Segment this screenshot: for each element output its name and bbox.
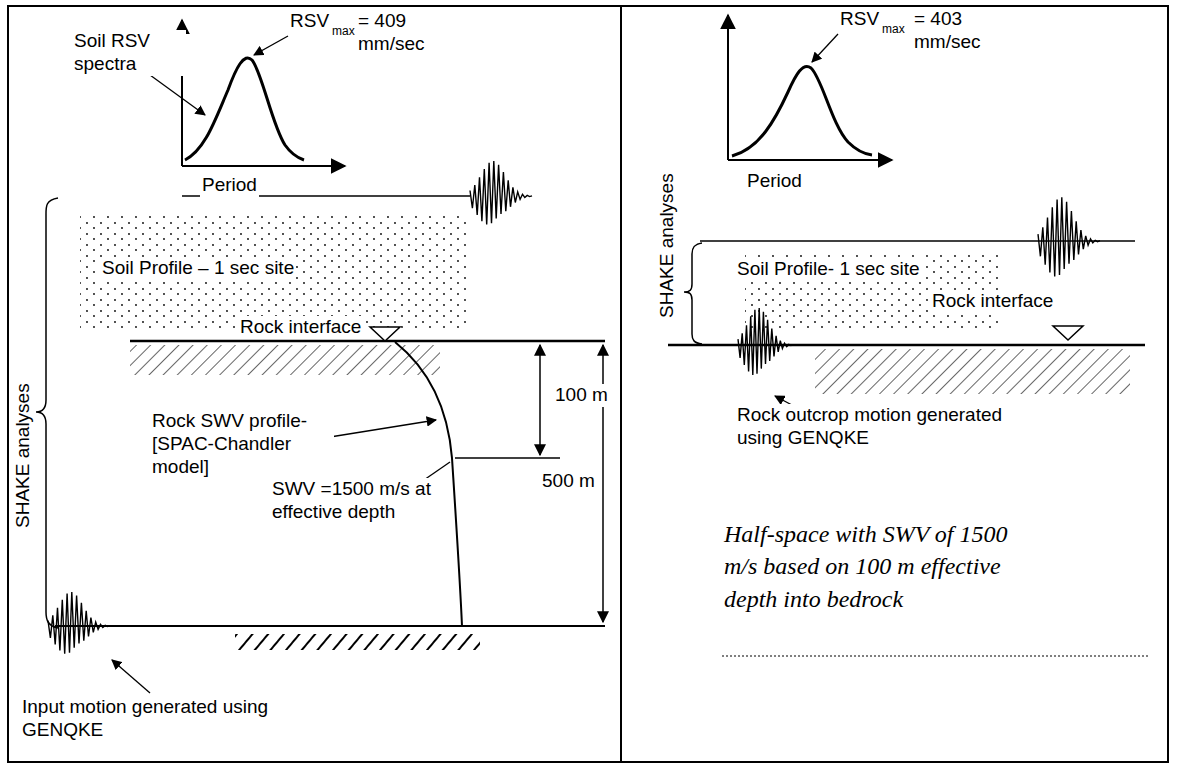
dimension-label: 500 m	[540, 470, 597, 493]
layer-label: Soil Profile – 1 sec site	[100, 257, 296, 280]
subscript: max	[880, 22, 907, 36]
interface-label: Rock interface	[238, 316, 363, 339]
value-label: = 409 mm/sec	[356, 10, 470, 56]
seismogram	[738, 308, 793, 375]
bracket-label: SHAKE analyses	[656, 171, 679, 320]
interface-label: Rock interface	[930, 290, 1055, 313]
depth-note: SWV =1500 m/s at effective depth	[270, 478, 444, 524]
value-label: = 403 mm/sec	[912, 8, 1026, 54]
seismogram	[1038, 197, 1100, 276]
bracket-label: SHAKE analyses	[12, 381, 35, 530]
value-label: RSV	[838, 8, 881, 31]
profile-label: Rock SWV profile- [SPAC-Chandler model]	[150, 410, 334, 478]
dimension-label: 100 m	[553, 384, 610, 407]
layer-label: Soil Profile- 1 sec site	[735, 258, 922, 281]
seismogram	[48, 592, 110, 654]
axis-label: Period	[745, 170, 804, 193]
motion-label: Input motion generated using GENQKE	[20, 696, 324, 742]
seismogram	[470, 161, 532, 224]
axis-label: Period	[200, 174, 259, 197]
motion-label: Rock outcrop motion generated using GENQ…	[735, 404, 1019, 450]
curve-label: Soil RSV spectra	[72, 30, 186, 76]
note-text: Half-space with SWV of 1500 m/s based on…	[722, 518, 1026, 615]
subscript: max	[330, 24, 357, 38]
value-label: RSV	[288, 10, 331, 33]
